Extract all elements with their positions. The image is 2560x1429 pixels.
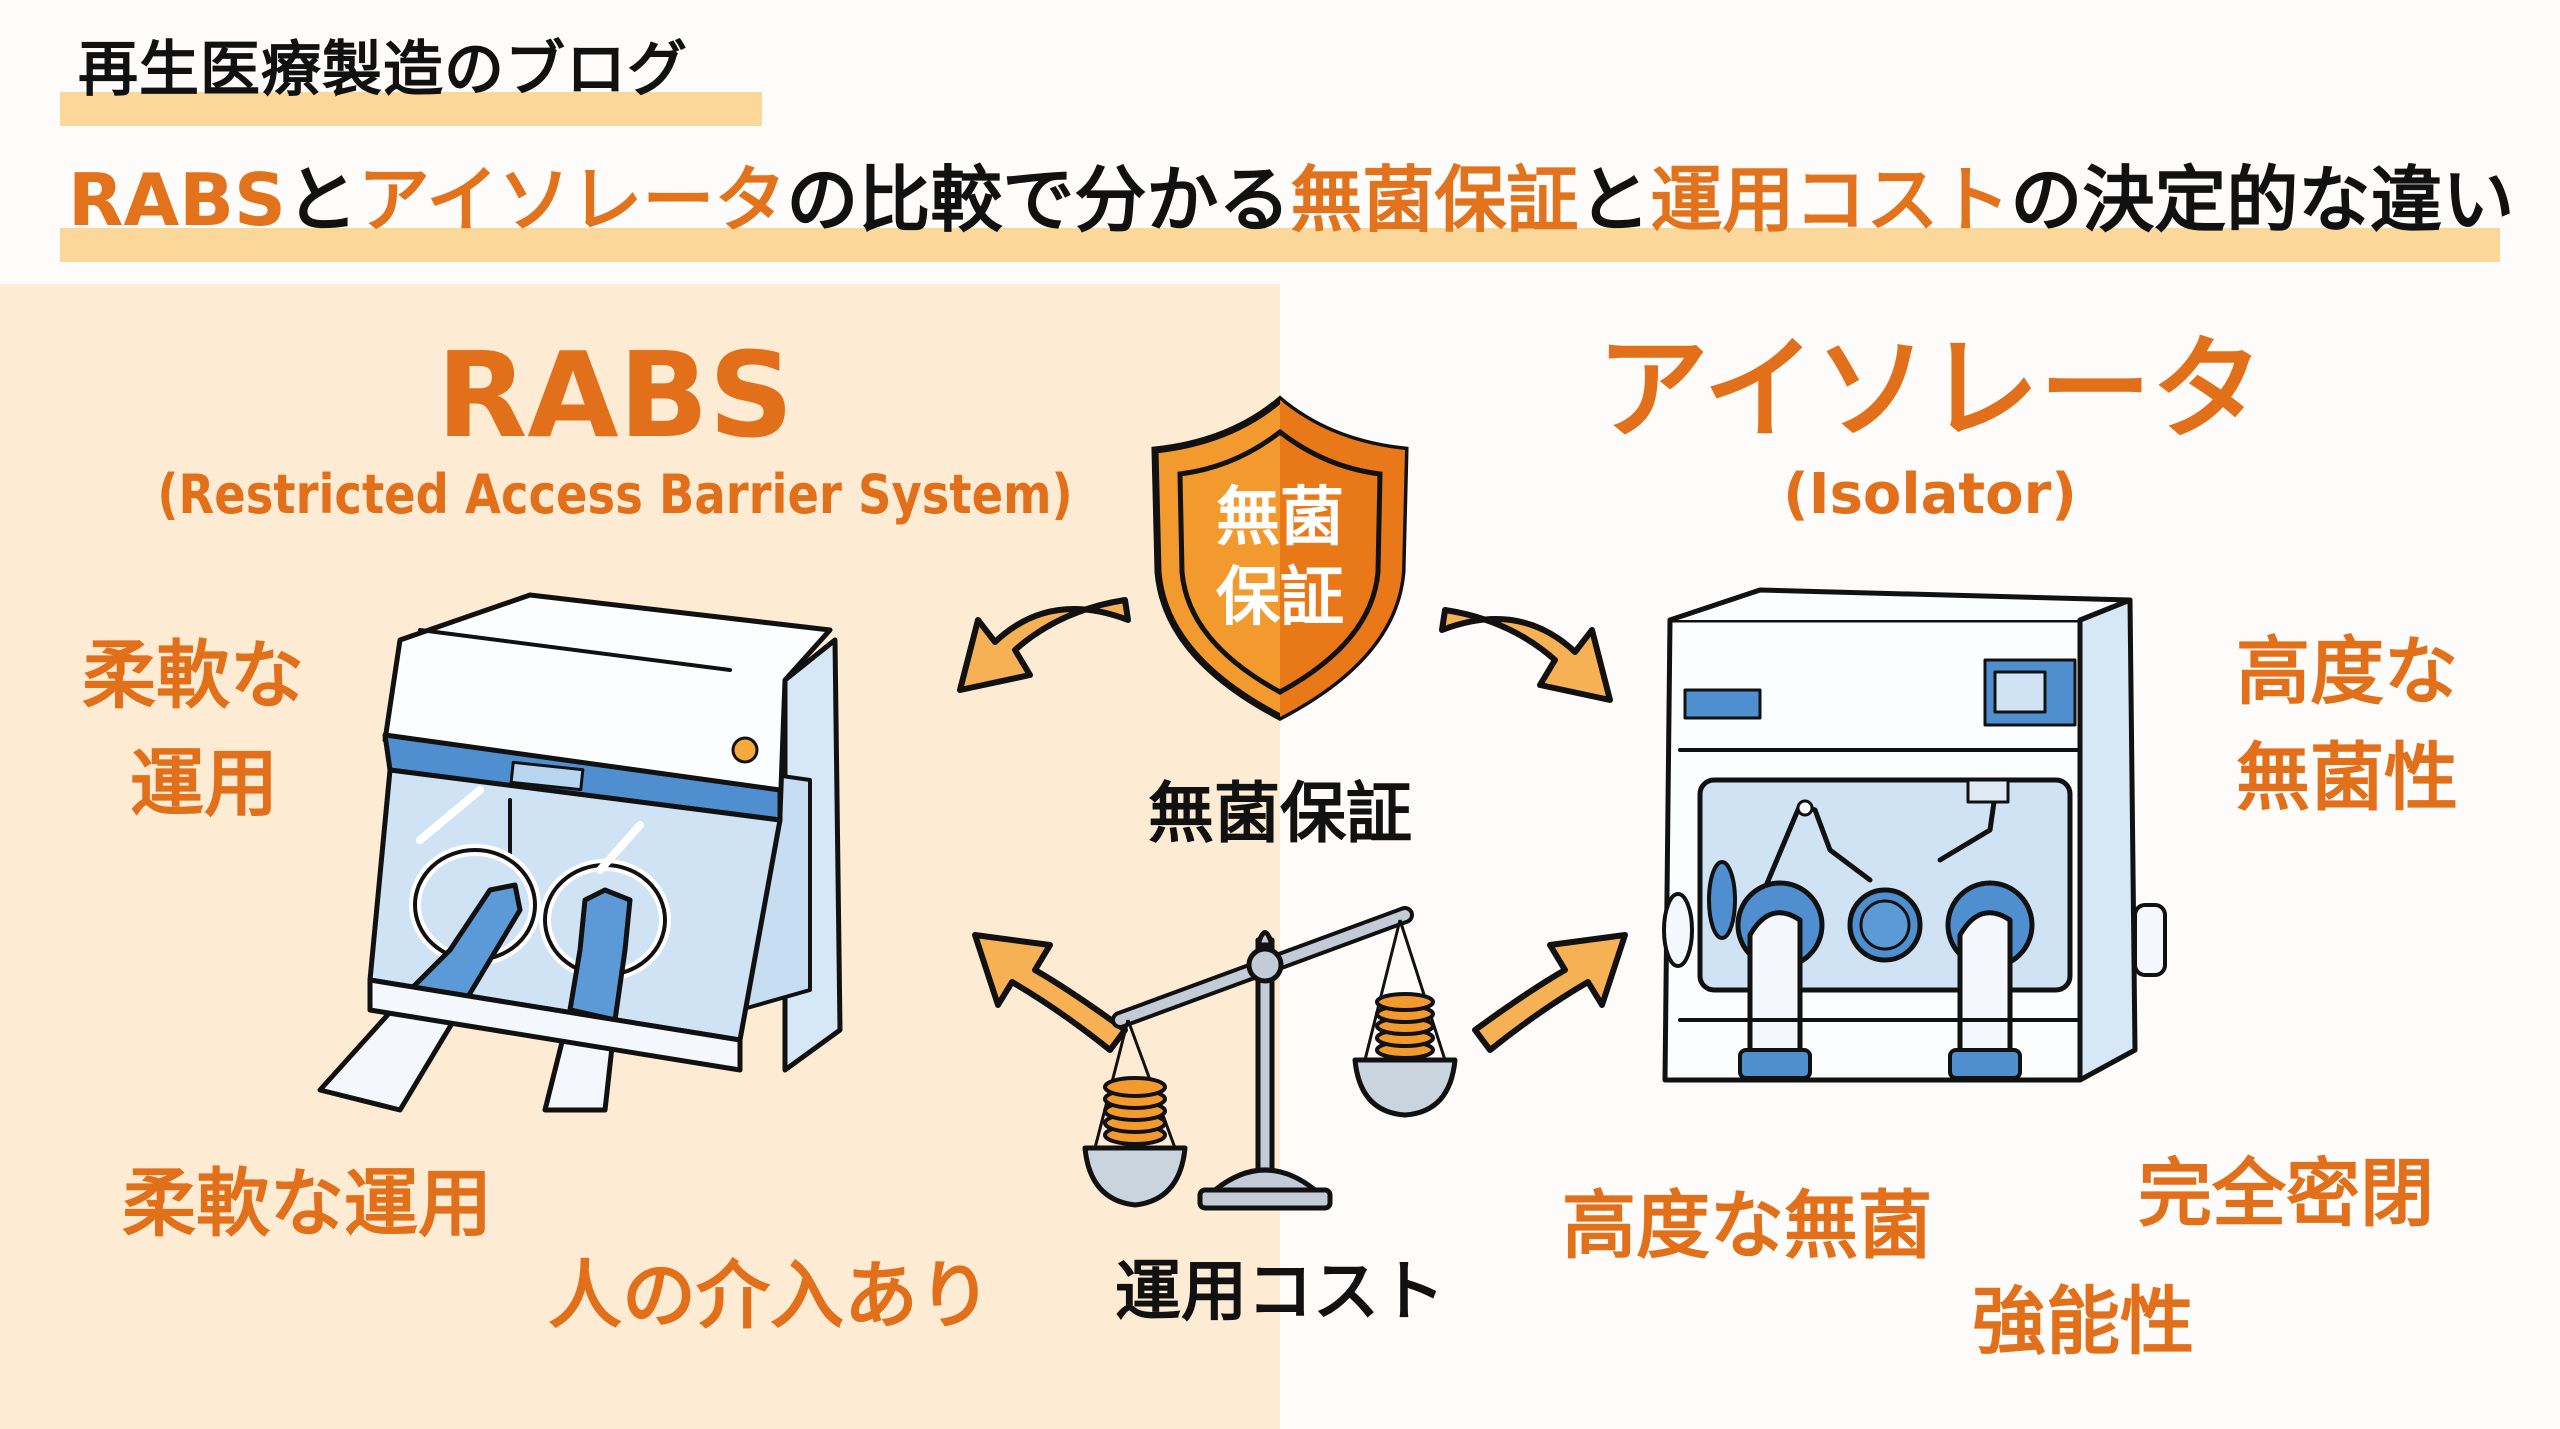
title-part: と bbox=[1578, 158, 1651, 242]
page-title-group: RABSとアイソレータの比較で分かる無菌保証と運用コストの決定的な違い bbox=[58, 150, 2514, 262]
curved-arrow-icon bbox=[1472, 932, 1628, 1053]
blog-label-highlight bbox=[60, 92, 762, 126]
isolator-label-plate bbox=[1683, 688, 1762, 720]
scale-caption: 運用コスト bbox=[1115, 1253, 1445, 1330]
title-part: と bbox=[285, 158, 358, 242]
shield-caption: 無菌保証 bbox=[1148, 775, 1412, 852]
shield-text-line2: 保証 bbox=[1216, 561, 1344, 635]
right-glove bbox=[567, 887, 633, 1023]
coin-stack-icon bbox=[1103, 1076, 1167, 1146]
coin-stack-icon bbox=[1375, 992, 1435, 1060]
side-port bbox=[2133, 903, 2167, 977]
page-title: RABSとアイソレータの比較で分かる無菌保証と運用コストの決定的な違い bbox=[58, 150, 2514, 250]
status-indicator bbox=[731, 736, 759, 764]
shield-text-line1: 無菌 bbox=[1216, 481, 1344, 555]
title-part: RABS bbox=[68, 158, 286, 242]
robot-arm-right bbox=[1937, 792, 1998, 863]
isolator-side-panel bbox=[2077, 597, 2138, 1083]
rabs-feature-flexible: 柔軟な運用 bbox=[122, 1161, 492, 1247]
title-part: の決定的な違い bbox=[2010, 158, 2515, 242]
rabs-side-feature-line2: 運用 bbox=[130, 741, 278, 827]
title-part: アイソレータ bbox=[357, 158, 787, 242]
isolator-heading: アイソレータ bbox=[1596, 325, 2264, 455]
robot-arm-left bbox=[1757, 802, 1873, 903]
title-part: 運用コスト bbox=[1650, 158, 2011, 242]
rabs-side-feature-line1: 柔軟な bbox=[82, 633, 304, 719]
blog-label-group: 再生医療製造のブログ bbox=[58, 30, 762, 126]
curved-arrow-icon bbox=[972, 932, 1128, 1053]
balance-scale-icon bbox=[1082, 906, 1458, 1211]
isolator-feature-fully-sealed: 完全密閉 bbox=[2138, 1151, 2434, 1237]
glove-sleeve-right bbox=[1957, 910, 2013, 1063]
rabs-heading: RABS bbox=[436, 326, 794, 464]
title-part: の比較で分かる bbox=[786, 158, 1291, 242]
isolator-feature-high-sterility: 高度な無菌 bbox=[1562, 1183, 1932, 1269]
glove-sleeve-left bbox=[1747, 910, 1803, 1063]
title-part: 無菌保証 bbox=[1290, 158, 1579, 242]
blog-label: 再生医療製造のブログ bbox=[78, 35, 688, 105]
isolator-illustration bbox=[1662, 587, 2167, 1083]
rabs-subheading: (Restricted Access Barrier System) bbox=[157, 463, 1073, 526]
curved-arrow-icon bbox=[957, 597, 1131, 693]
shield-text: 無菌 保証 bbox=[1200, 478, 1360, 638]
rabs-feature-human-intervention: 人の介入あり bbox=[548, 1253, 992, 1339]
isolator-subheading: (Isolator) bbox=[1783, 462, 2077, 527]
control-screen bbox=[1993, 670, 2047, 714]
page-title-highlight bbox=[60, 228, 2500, 262]
isolator-side-feature-line1: 高度な bbox=[2236, 629, 2458, 715]
curved-arrow-icon bbox=[1439, 607, 1613, 703]
shield-icon bbox=[1151, 395, 1409, 721]
rabs-cabinet-illustration bbox=[317, 592, 843, 1113]
isolator-feature-robustness: 強能性 bbox=[1972, 1279, 2194, 1365]
isolator-side-feature-line2: 無菌性 bbox=[2236, 735, 2458, 821]
